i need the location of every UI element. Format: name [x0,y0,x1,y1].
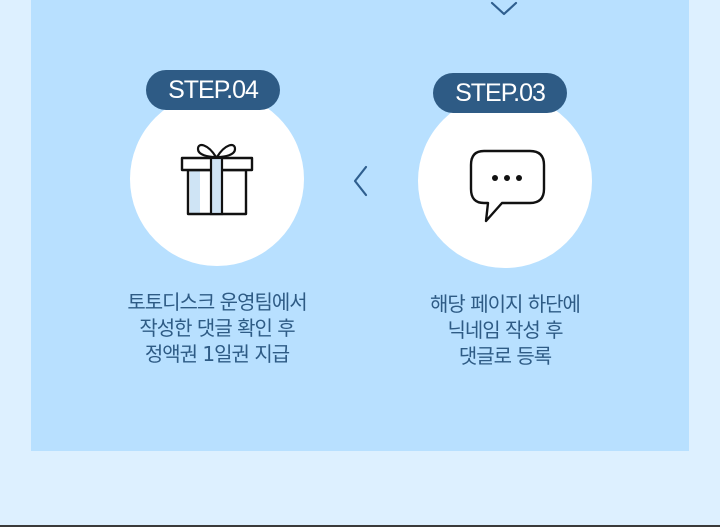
step-03-description: 해당 페이지 하단에 닉네임 작성 후 댓글로 등록 [355,291,655,369]
speech-bubble-icon [469,149,546,223]
step-04-description: 토토디스크 운영팀에서 작성한 댓글 확인 후 정액권 1일권 지급 [67,289,367,367]
step-04-line-2: 작성한 댓글 확인 후 [139,316,295,340]
chevron-left-icon [353,165,368,197]
chevron-down-icon [490,1,518,16]
bottom-divider [0,525,720,527]
step-04-badge: STEP.04 [146,70,280,110]
step-03-line-3: 댓글로 등록 [458,344,552,368]
steps-panel [31,0,689,451]
step-04-line-1: 토토디스크 운영팀에서 [127,290,307,314]
step-04-line-3: 정액권 1일권 지급 [144,342,290,366]
step-03-line-2: 닉네임 작성 후 [447,318,563,342]
step-03-badge: STEP.03 [433,73,567,113]
gift-icon [180,143,254,216]
step-03-line-1: 해당 페이지 하단에 [430,292,581,316]
